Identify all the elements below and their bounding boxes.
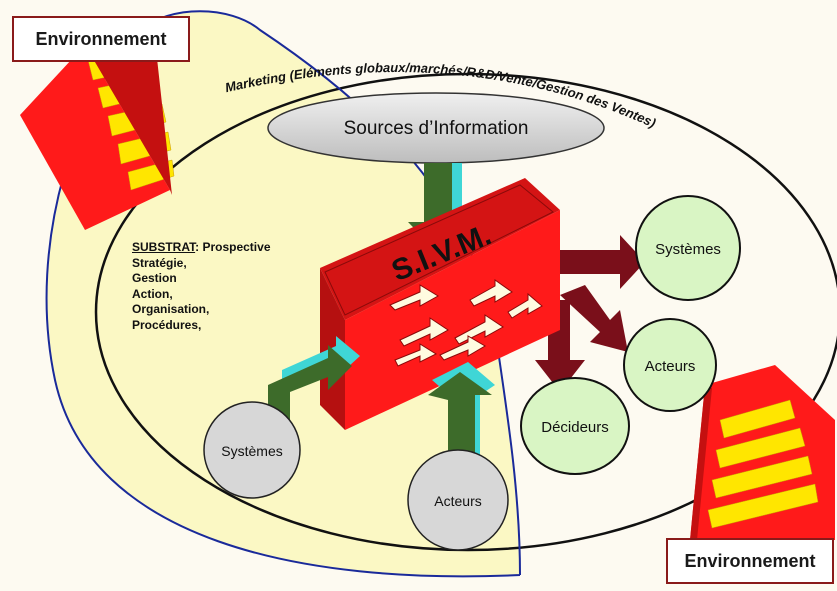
- input-acteurs-circle: [407, 449, 509, 551]
- output-systemes-circle: [635, 195, 741, 301]
- input-acteurs-label: Acteurs: [434, 493, 481, 509]
- input-systemes-circle: [203, 401, 301, 499]
- sources-label: Sources d’Information: [344, 118, 529, 139]
- output-acteurs-circle: [623, 318, 717, 412]
- substrat-text: SUBSTRAT: Prospective Stratégie, Gestion…: [132, 240, 271, 333]
- substrat-first: : Prospective: [195, 240, 271, 254]
- substrat-title-line: SUBSTRAT: Prospective: [132, 240, 271, 256]
- substrat-title: SUBSTRAT: [132, 240, 196, 254]
- output-arrows: [535, 235, 645, 392]
- output-systemes-label: Systèmes: [655, 241, 721, 258]
- input-arrow-acteurs: [428, 362, 495, 460]
- substrat-line: Gestion: [132, 271, 177, 285]
- environment-arrow-top: [20, 40, 175, 230]
- output-acteurs-label: Acteurs: [645, 358, 696, 375]
- output-decideurs-label: Décideurs: [541, 419, 609, 436]
- sivm-box: [320, 178, 560, 430]
- input-systemes-label: Systèmes: [221, 443, 282, 459]
- sivm-swirls: [389, 279, 543, 367]
- substrat-line: Action,: [132, 286, 173, 301]
- substrat-line: Organisation,: [132, 302, 210, 316]
- input-arrow-systemes: [268, 336, 360, 425]
- environment-arrow-bottom: [690, 365, 835, 540]
- environment-label-top: Environnement: [12, 16, 190, 62]
- marketing-ellipse: [94, 72, 837, 552]
- environment-label-bottom: Environnement: [666, 538, 834, 584]
- output-decideurs-circle: [520, 377, 630, 475]
- substrat-line: Stratégie,: [132, 255, 187, 270]
- substrat-line: Procédures,: [132, 317, 202, 332]
